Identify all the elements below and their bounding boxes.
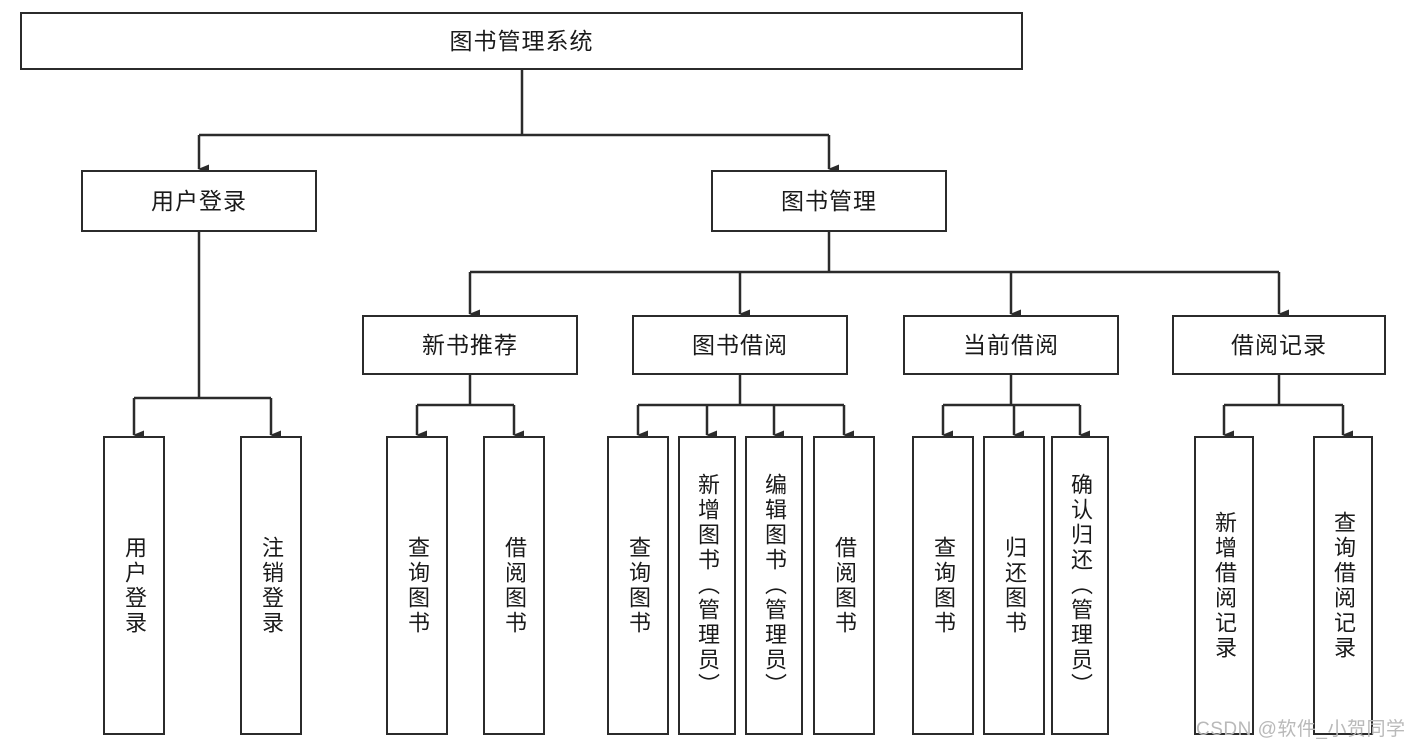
node-label: 借阅记录 [1231,331,1327,358]
node-label: 归还图书 [1002,535,1027,636]
node-leaf-borrow-book-2[interactable]: 借阅图书 [813,436,875,735]
node-current-borrow[interactable]: 当前借阅 [903,315,1119,375]
node-label: 新书推荐 [422,331,518,358]
node-label: 用户登录 [122,535,147,636]
edge-group [132,70,1353,440]
watermark: CSDN @软件_小贺同学 [1196,719,1405,740]
node-leaf-user-logout[interactable]: 注销登录 [240,436,302,735]
node-user-login[interactable]: 用户登录 [81,170,317,232]
node-label: 新增图书（管理员） [695,473,720,698]
node-label: 确认归还（管理员） [1068,473,1093,698]
node-label: 查询图书 [931,535,956,636]
node-label: 借阅图书 [832,535,857,636]
node-leaf-confirm-return[interactable]: 确认归还（管理员） [1051,436,1109,735]
node-label: 用户登录 [151,187,247,214]
node-leaf-query-book-2[interactable]: 查询图书 [607,436,669,735]
node-root[interactable]: 图书管理系统 [20,12,1023,70]
node-label: 编辑图书（管理员） [762,473,787,698]
node-label: 图书借阅 [692,331,788,358]
node-leaf-query-book-1[interactable]: 查询图书 [386,436,448,735]
node-leaf-query-record[interactable]: 查询借阅记录 [1313,436,1373,735]
node-label: 借阅图书 [502,535,527,636]
node-leaf-return-book[interactable]: 归还图书 [983,436,1045,735]
node-borrow-record[interactable]: 借阅记录 [1172,315,1386,375]
node-leaf-user-login[interactable]: 用户登录 [103,436,165,735]
node-label: 注销登录 [259,535,284,636]
node-new-book-rec[interactable]: 新书推荐 [362,315,578,375]
node-book-manage[interactable]: 图书管理 [711,170,947,232]
node-label: 当前借阅 [963,331,1059,358]
node-leaf-add-record[interactable]: 新增借阅记录 [1194,436,1254,735]
node-leaf-borrow-book-1[interactable]: 借阅图书 [483,436,545,735]
node-label: 图书管理 [781,187,877,214]
node-book-borrow[interactable]: 图书借阅 [632,315,848,375]
node-label: 查询借阅记录 [1331,510,1356,661]
node-label: 新增借阅记录 [1212,510,1237,661]
node-leaf-edit-book[interactable]: 编辑图书（管理员） [745,436,803,735]
node-label: 查询图书 [626,535,651,636]
node-label: 查询图书 [405,535,430,636]
node-label: 图书管理系统 [449,27,594,54]
node-leaf-add-book[interactable]: 新增图书（管理员） [678,436,736,735]
node-leaf-query-book-3[interactable]: 查询图书 [912,436,974,735]
